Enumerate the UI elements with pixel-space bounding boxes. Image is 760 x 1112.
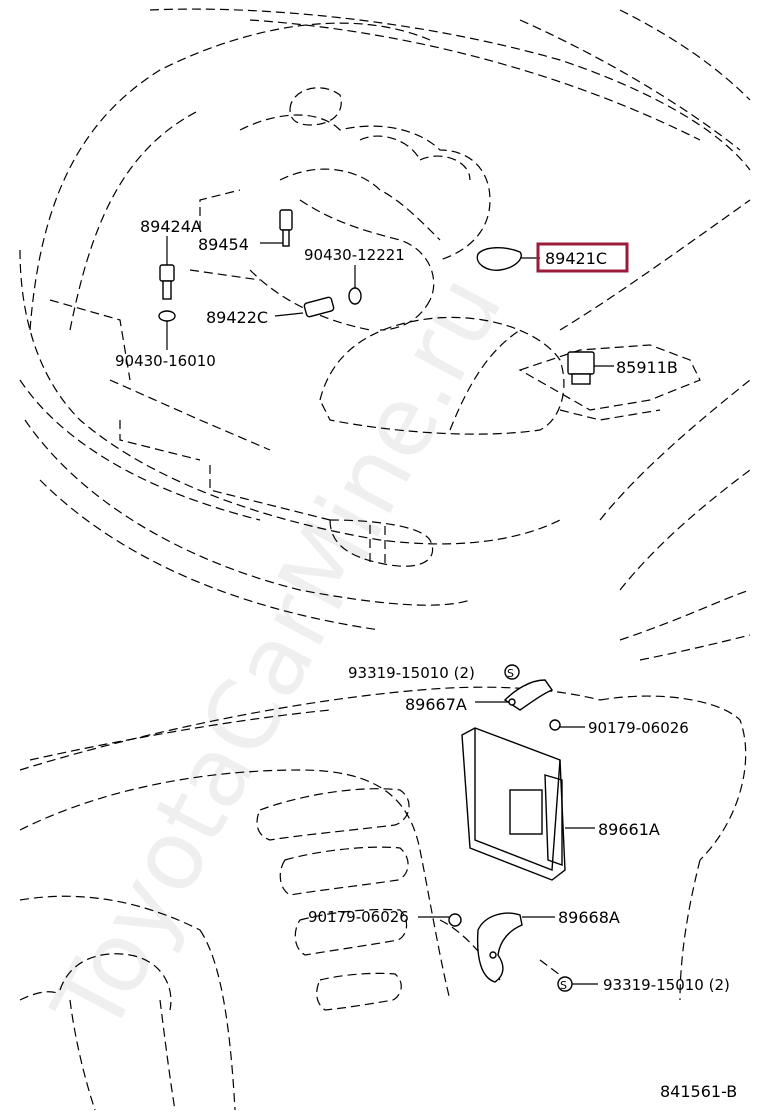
highlight-box-89421c [536, 242, 629, 273]
watermark-text: ToyotaCarMine.ru [31, 258, 524, 1052]
sensor-89454-icon [260, 209, 293, 247]
label-85911b[interactable]: 85911B [616, 358, 678, 377]
label-90430-12221[interactable]: 90430-12221 [304, 246, 405, 264]
label-89454[interactable]: 89454 [198, 235, 249, 254]
label-89667a[interactable]: 89667A [405, 695, 467, 714]
label-89661a[interactable]: 89661A [598, 820, 660, 839]
label-89422c[interactable]: 89422C [206, 308, 268, 327]
ecu-89661a-icon [461, 727, 595, 881]
relay-85911b-icon [567, 351, 614, 385]
label-90179-06026-top[interactable]: 90179-06026 [588, 719, 689, 737]
gasket-90430-12221-icon [348, 265, 362, 305]
bracket-89668a-icon [476, 912, 555, 983]
label-90430-16010[interactable]: 90430-16010 [115, 352, 216, 370]
car-front-outline [19, 8, 751, 631]
bracket-89667a-icon [475, 679, 554, 711]
sensor-89422c-icon [274, 296, 335, 318]
label-89668a[interactable]: 89668A [558, 908, 620, 927]
label-89421c[interactable]: 89421C [545, 249, 607, 268]
label-93319-15010-top[interactable]: 93319-15010 (2) [348, 664, 475, 682]
label-93319-15010-bottom[interactable]: 93319-15010 (2) [603, 976, 730, 994]
sensor-89424a-icon [158, 236, 176, 350]
svg-text:S: S [507, 667, 514, 680]
diagram-id: 841561-B [660, 1082, 737, 1101]
screw-symbol-bottom-icon: S [539, 959, 598, 992]
sensor-89421c-icon [476, 247, 540, 271]
label-90179-06026-bottom[interactable]: 90179-06026 [308, 908, 409, 926]
svg-text:S: S [560, 979, 567, 992]
screw-symbol-top-icon: S [504, 664, 520, 680]
nut-90179-06026-top-icon [549, 719, 585, 731]
nut-90179-06026-bottom-icon [418, 913, 462, 927]
label-89424a[interactable]: 89424A [140, 217, 202, 236]
